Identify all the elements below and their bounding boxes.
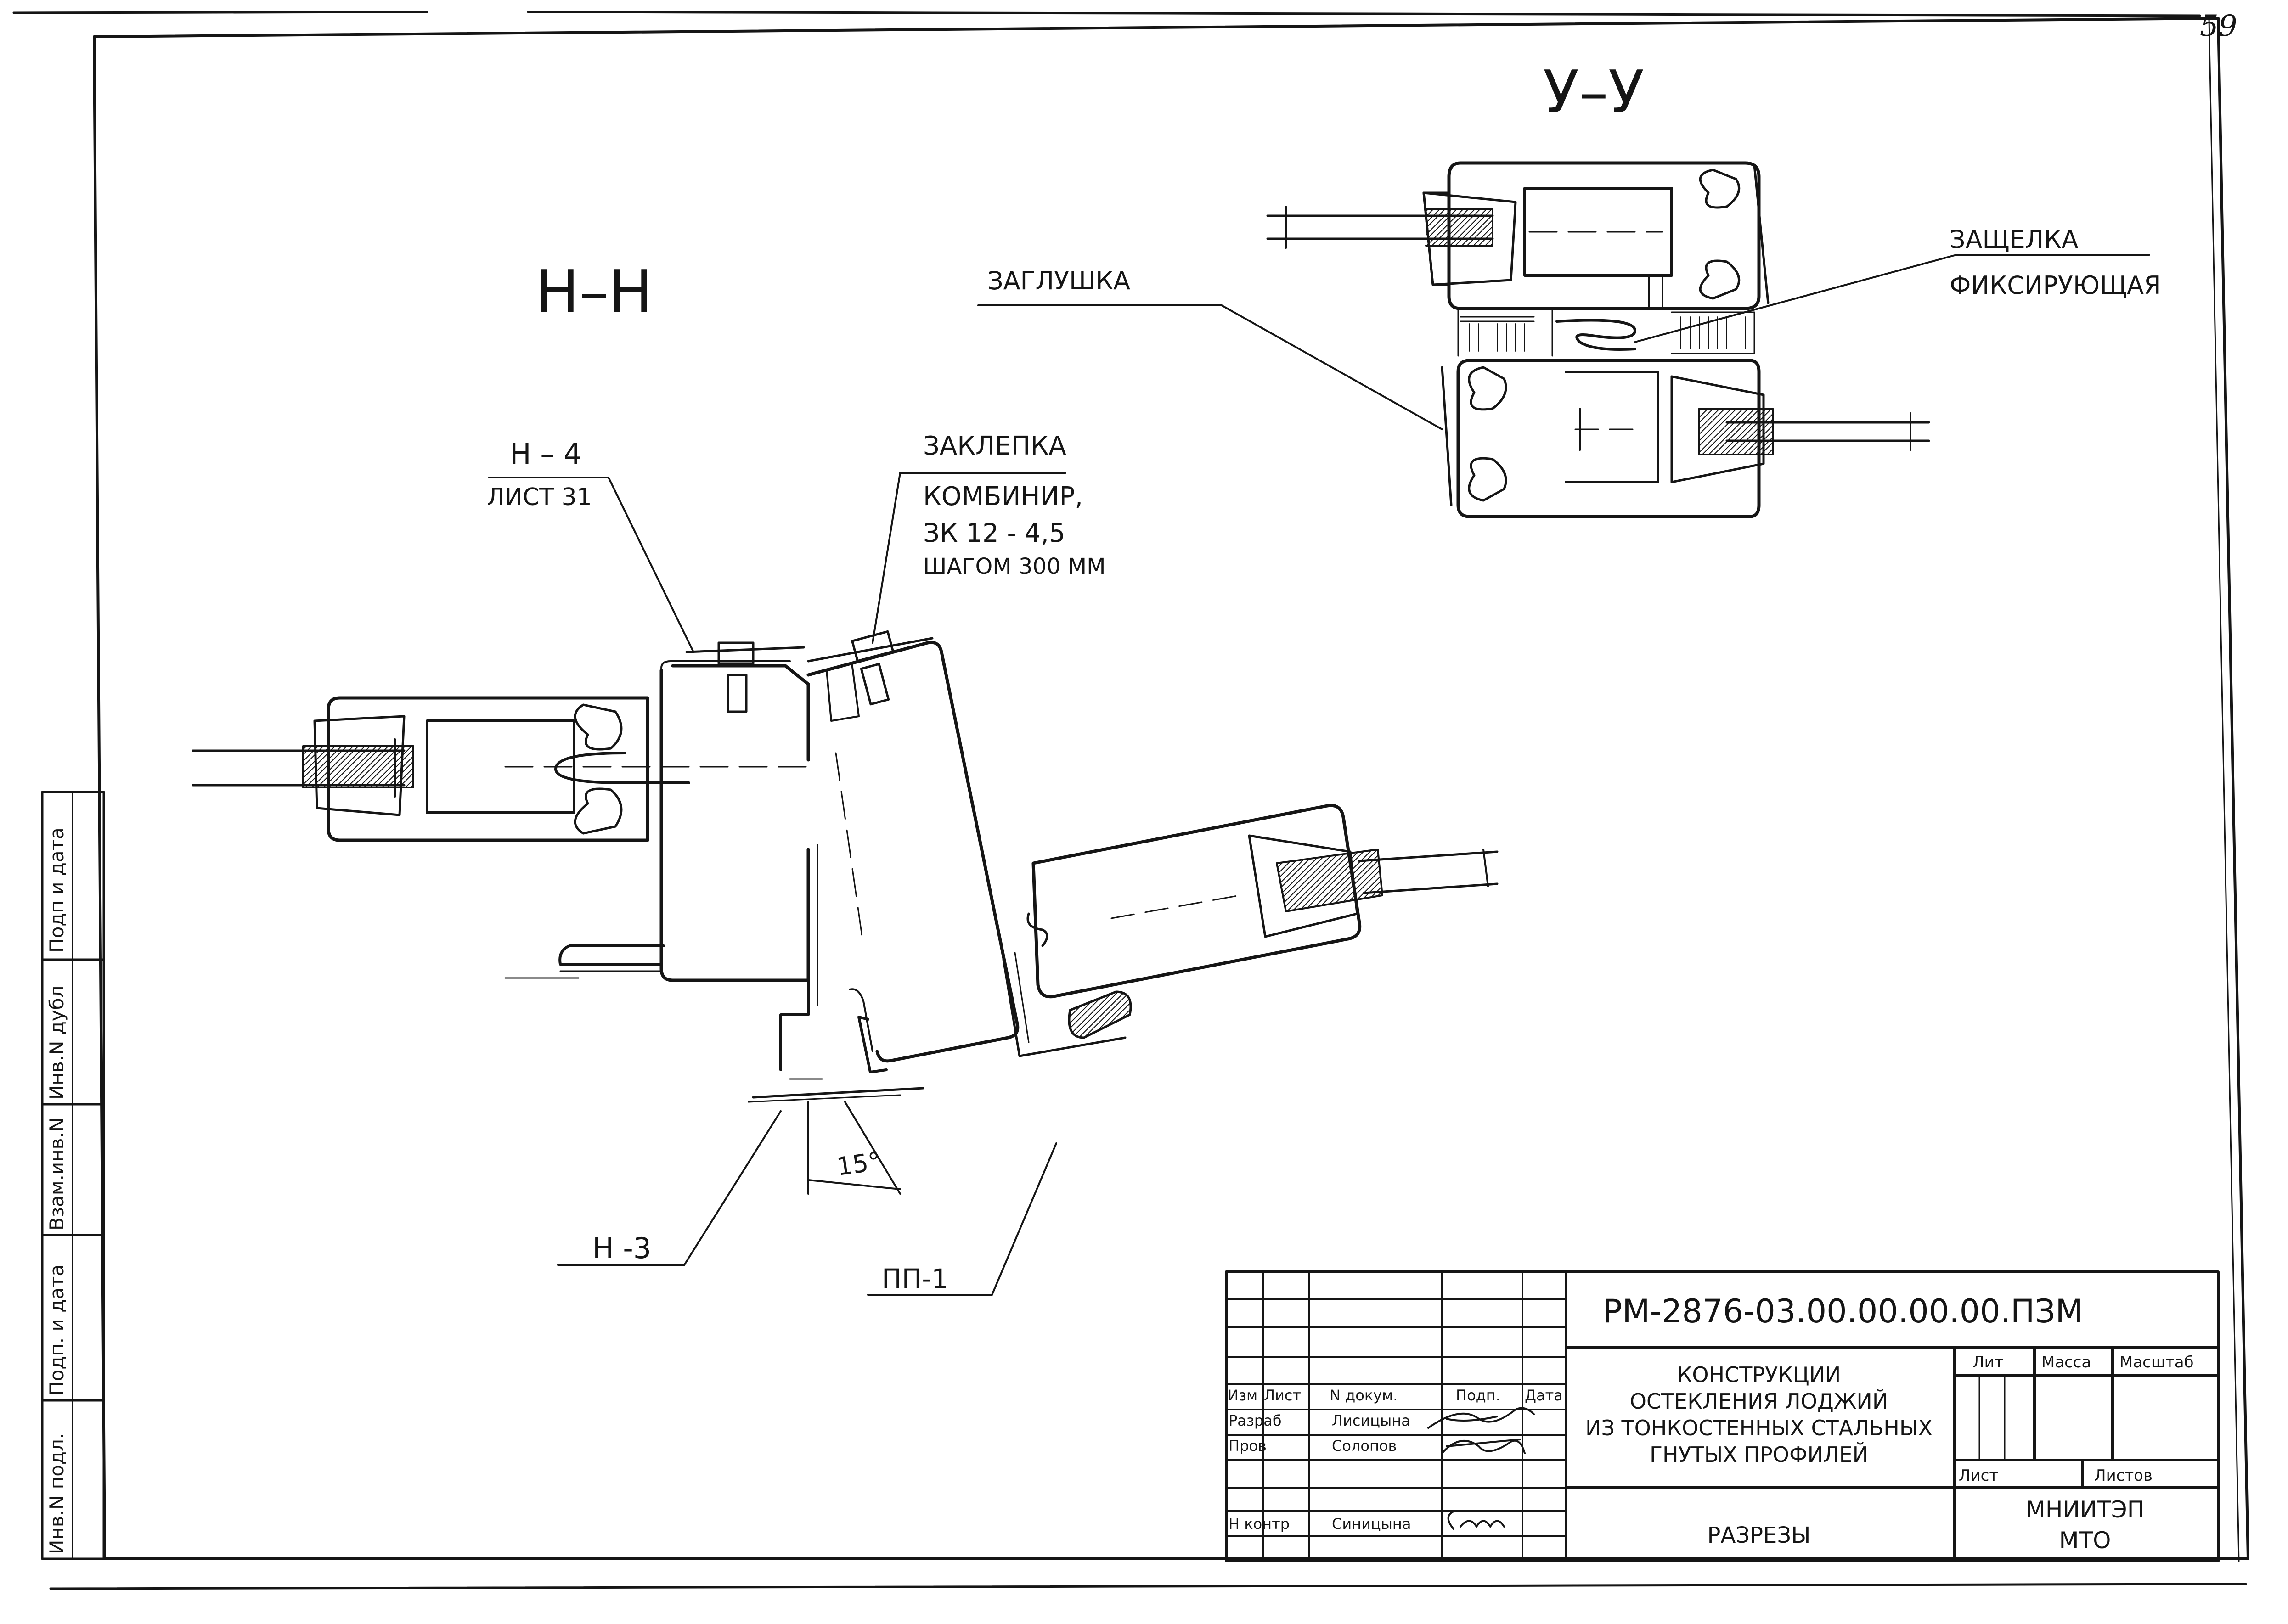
tb-n-dokum: N докум. [1330,1387,1398,1404]
tb-name-sinicyna: Синицына [1332,1515,1411,1533]
tb-podp: Подп. [1456,1387,1500,1404]
label-fiksiruyushchaya: ФИКСИРУЮЩАЯ [1950,271,2161,300]
side-stamp: Подп и дата Инв.N дубл Взам.инв.N Подп. … [41,791,105,1560]
signature-sinicyna [1447,1510,1505,1530]
tb-organization-2: МТО [2059,1527,2111,1554]
tb-massa: Масса [2041,1353,2091,1371]
label-kombinir: КОМБИНИР, [923,482,1083,511]
signature-solopov [1441,1439,1526,1454]
label-h3: Н -3 [592,1231,651,1265]
label-h4: Н – 4 [510,437,581,471]
tb-organization-1: МНИИТЭП [2026,1496,2145,1523]
section-h-h-drawing [192,472,1499,1296]
tb-title-line-3: ИЗ ТОНКОСТЕННЫХ СТАЛЬНЫХ [1585,1416,1933,1440]
tb-title-line-1: КОНСТРУКЦИИ [1677,1362,1841,1387]
label-zashchelka: ЗАЩЕЛКА [1950,225,2079,254]
tb-lit: Лит [1972,1353,2003,1371]
section-y-y-drawing [977,161,2150,518]
section-title-h-h: Н–Н [535,258,653,326]
tb-title-line-4: ГНУТЫХ ПРОФИЛЕЙ [1650,1442,1868,1467]
stamp-podp-data: Подп и дата [45,827,68,953]
tb-data: Дата [1525,1387,1563,1404]
tb-sheet-name: РАЗРЕЗЫ [1708,1523,1811,1548]
tb-role-nkontr: Н контр [1229,1515,1290,1533]
stamp-inv-dubl: Инв.N дубл [45,986,68,1100]
label-zaklepka: ЗАКЛЕПКА [923,431,1066,461]
tb-name-lisicyna: Лисицына [1332,1412,1410,1429]
tb-masshtab: Масштаб [2119,1353,2194,1371]
tb-title-line-2: ОСТЕКЛЕНИЯ ЛОДЖИЙ [1630,1389,1888,1414]
tb-role-prov: Пров [1229,1437,1267,1455]
label-pp1: ПП-1 [882,1263,948,1294]
tb-designation: РМ-2876-03.00.00.00.00.ПЗМ [1603,1292,2083,1330]
tb-name-solopov: Солопов [1332,1437,1397,1455]
tb-list: Лист [1264,1387,1301,1404]
stamp-vzam-inv: Взам.инв.N [45,1118,68,1231]
sheet-frame [12,11,2249,1590]
label-zaglushka: ЗАГЛУШКА [987,266,1130,295]
stamp-inv-podl: Инв.N подл. [45,1433,68,1554]
label-shagom: ШАГОМ 300 ММ [923,554,1106,579]
stamp-podp-data-2: Подп. и дата [45,1264,68,1396]
tb-list-label: Лист [1959,1467,1998,1485]
label-angle: 15° [835,1146,883,1181]
tb-listov: Листов [2094,1467,2153,1485]
signature-lisicyna [1427,1407,1535,1429]
tb-role-razrab: Разраб [1229,1412,1282,1429]
label-list31: ЛИСТ 31 [487,483,592,511]
section-title-y-y: У–У [1543,58,1644,127]
title-block: Изм Лист N докум. Подп. Дата Разраб Лиси… [1225,1270,2220,1562]
tb-izm: Изм [1228,1387,1257,1404]
page-number: 59 [2200,9,2237,43]
label-zk: ЗК 12 - 4,5 [923,518,1065,548]
